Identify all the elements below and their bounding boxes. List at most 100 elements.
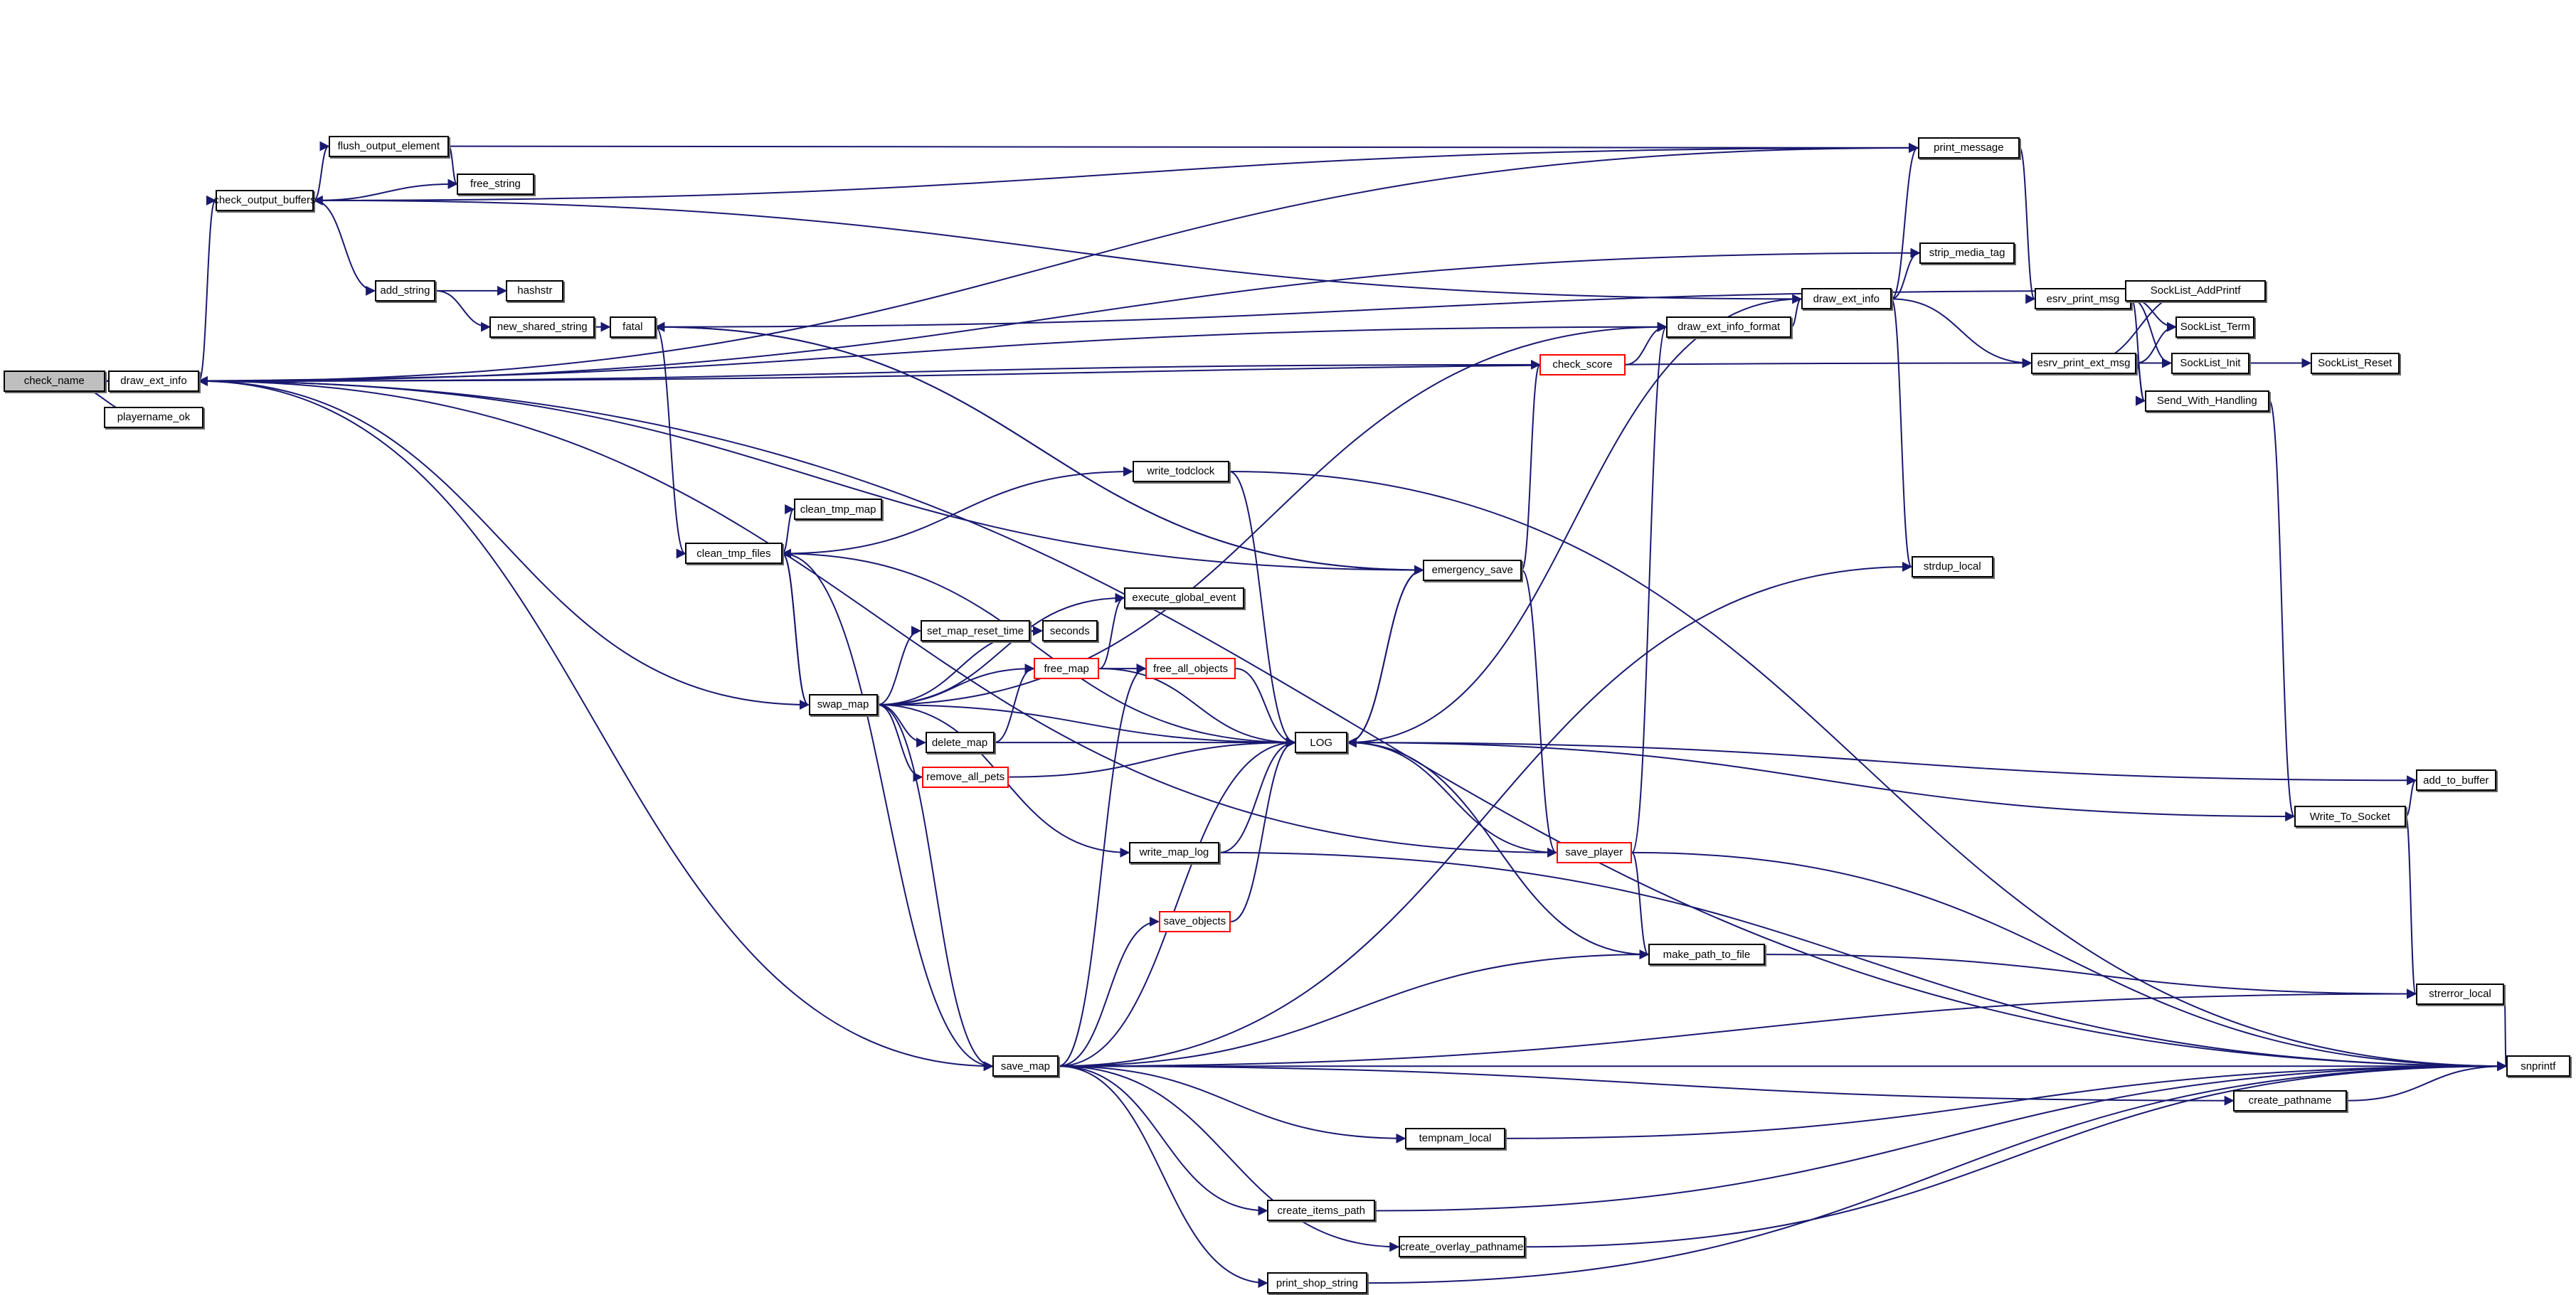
- edge-emergency-save-to-draw-ext-info-a: [198, 375, 1424, 571]
- edge-write-to-socket-to-strerror-local: [2405, 816, 2417, 999]
- node-add-string[interactable]: add_string: [374, 279, 436, 302]
- node-socklist-term[interactable]: SockList_Term: [2175, 316, 2255, 338]
- edge-add-string-to-new-shared-string: [435, 289, 491, 332]
- node-set-map-reset-time[interactable]: set_map_reset_time: [920, 620, 1031, 642]
- edge-swap-map-to-save-map: [877, 703, 994, 1072]
- node-send-with-handling[interactable]: Send_With_Handling: [2144, 390, 2270, 412]
- node-fatal[interactable]: fatal: [610, 316, 656, 338]
- node-draw-ext-info-b[interactable]: draw_ext_info: [1801, 288, 1892, 310]
- node-snprintf[interactable]: snprintf: [2506, 1055, 2570, 1077]
- node-check-output-buffers[interactable]: check_output_buffers: [213, 189, 316, 211]
- edge-clean-tmp-files-to-write-todclock: [782, 466, 1133, 555]
- node-free-string[interactable]: free_string: [457, 173, 534, 195]
- node-new-shared-string[interactable]: new_shared_string: [489, 316, 595, 338]
- edge-print-shop-string-to-snprintf: [1367, 1061, 2508, 1284]
- edge-write-todclock-to-snprintf: [1229, 470, 2508, 1072]
- node-esrv-print-ext-msg[interactable]: esrv_print_ext_msg: [2031, 352, 2136, 374]
- edge-write-map-log-to-snprintf: [1219, 851, 2508, 1072]
- edge-save-player-to-make-path-to-file: [1631, 851, 1650, 959]
- node-clean-tmp-files[interactable]: clean_tmp_files: [685, 543, 783, 565]
- edge-check-score-to-draw-ext-info-a: [198, 363, 1540, 386]
- edge-draw-ext-info-a-to-esrv-print-ext-msg: [198, 358, 2032, 382]
- node-save-objects[interactable]: save_objects: [1158, 910, 1231, 932]
- node-esrv-print-msg[interactable]: esrv_print_msg: [2034, 288, 2132, 310]
- node-clean-tmp-map[interactable]: clean_tmp_map: [793, 499, 883, 521]
- edge-save-map-to-save-objects: [1058, 916, 1160, 1067]
- edge-esrv-print-ext-msg-to-send-with-handling: [2135, 362, 2146, 406]
- edge-free-map-to-execute-global-event: [1098, 592, 1125, 670]
- node-emergency-save[interactable]: emergency_save: [1423, 559, 1522, 581]
- node-socklist-addprintf[interactable]: SockList_AddPrintf: [2124, 279, 2267, 302]
- edge-save-objects-to-log: [1231, 737, 1296, 922]
- node-seconds[interactable]: seconds: [1041, 620, 1098, 642]
- node-log[interactable]: LOG: [1295, 732, 1348, 754]
- edge-save-map-to-create-pathname: [1058, 1065, 2235, 1106]
- node-remove-all-pets[interactable]: remove_all_pets: [921, 766, 1009, 788]
- node-save-map[interactable]: save_map: [992, 1055, 1059, 1077]
- edge-esrv-print-ext-msg-to-socklist-term: [2136, 321, 2177, 364]
- edge-swap-map-to-clean-tmp-files: [781, 548, 810, 705]
- edge-remove-all-pets-to-log: [1009, 737, 1296, 778]
- node-add-to-buffer[interactable]: add_to_buffer: [2415, 769, 2496, 792]
- edge-make-path-to-file-to-strerror-local: [1764, 954, 2417, 999]
- node-execute-global-event[interactable]: execute_global_event: [1124, 587, 1244, 609]
- edge-check-output-buffers-to-add-string: [314, 199, 376, 296]
- edge-esrv-print-msg-to-socklist-term: [2131, 298, 2177, 332]
- edge-swap-map-to-free-map: [877, 664, 1035, 705]
- node-check-name[interactable]: check_name: [3, 370, 105, 392]
- node-playername-ok[interactable]: playername_ok: [103, 406, 204, 428]
- edge-save-map-to-create-overlay-pathname: [1058, 1065, 1400, 1252]
- node-tempnam-local[interactable]: tempnam_local: [1405, 1127, 1505, 1149]
- edge-create-pathname-to-snprintf: [2346, 1061, 2508, 1102]
- node-free-all-objects[interactable]: free_all_objects: [1145, 658, 1236, 680]
- edge-draw-ext-info-a-to-strip-media-tag: [198, 247, 1921, 382]
- node-socklist-reset[interactable]: SockList_Reset: [2310, 352, 2400, 374]
- node-create-items-path[interactable]: create_items_path: [1267, 1200, 1376, 1222]
- node-strerror-local[interactable]: strerror_local: [2415, 983, 2505, 1005]
- node-create-pathname[interactable]: create_pathname: [2233, 1089, 2347, 1112]
- node-strip-media-tag[interactable]: strip_media_tag: [1919, 242, 2015, 264]
- node-strdup-local[interactable]: strdup_local: [1911, 555, 1994, 577]
- edge-draw-ext-info-a-to-print-message: [198, 142, 1919, 382]
- node-check-score[interactable]: check_score: [1539, 353, 1626, 375]
- node-delete-map[interactable]: delete_map: [925, 732, 995, 754]
- node-print-shop-string[interactable]: print_shop_string: [1267, 1272, 1367, 1294]
- node-write-todclock[interactable]: write_todclock: [1132, 460, 1229, 482]
- node-socklist-init[interactable]: SockList_Init: [2170, 352, 2250, 374]
- edge-create-overlay-pathname-to-snprintf: [1525, 1061, 2508, 1248]
- node-draw-ext-info-a[interactable]: draw_ext_info: [108, 370, 199, 392]
- node-save-player[interactable]: save_player: [1556, 841, 1632, 863]
- edge-save-player-to-log: [1346, 737, 1557, 853]
- edge-save-map-to-print-shop-string: [1058, 1065, 1268, 1289]
- edge-delete-map-to-free-map: [994, 664, 1035, 744]
- node-make-path-to-file[interactable]: make_path_to_file: [1648, 944, 1765, 966]
- node-flush-output-element[interactable]: flush_output_element: [329, 135, 449, 157]
- edge-save-map-to-tempnam-local: [1058, 1065, 1406, 1144]
- node-swap-map[interactable]: swap_map: [808, 693, 878, 715]
- node-write-to-socket[interactable]: Write_To_Socket: [2294, 806, 2406, 828]
- node-write-map-log[interactable]: write_map_log: [1128, 841, 1220, 863]
- node-free-map[interactable]: free_map: [1033, 658, 1100, 680]
- node-print-message[interactable]: print_message: [1917, 137, 2020, 159]
- node-hashstr[interactable]: hashstr: [506, 279, 564, 302]
- edge-flush-output-element-to-free-string: [447, 145, 458, 189]
- edge-swap-map-to-remove-all-pets: [877, 703, 923, 782]
- edge-save-map-to-log: [1058, 737, 1296, 1067]
- edge-esrv-print-msg-to-send-with-handling: [2131, 298, 2146, 406]
- edge-write-to-socket-to-add-to-buffer: [2405, 775, 2417, 818]
- edge-add-to-buffer-to-log: [1346, 737, 2416, 782]
- edge-save-map-to-strerror-local: [1058, 988, 2417, 1067]
- edge-clean-tmp-files-to-log: [782, 553, 1296, 748]
- node-create-overlay-pathname[interactable]: create_overlay_pathname: [1398, 1236, 1525, 1258]
- edge-draw-ext-info-a-to-snprintf: [198, 380, 2508, 1072]
- edge-save-map-to-draw-ext-info-a: [198, 375, 993, 1067]
- edge-clean-tmp-files-to-clean-tmp-map: [781, 504, 795, 555]
- edge-draw-ext-info-b-to-strip-media-tag: [1891, 247, 1921, 300]
- node-draw-ext-info-format[interactable]: draw_ext_info_format: [1666, 316, 1791, 338]
- edge-draw-ext-info-b-to-esrv-print-ext-msg: [1891, 298, 2032, 368]
- edge-draw-ext-info-b-to-strdup-local: [1890, 298, 1912, 572]
- edge-swap-map-to-draw-ext-info-format: [877, 321, 1668, 705]
- edge-swap-map-to-draw-ext-info-a: [198, 375, 809, 705]
